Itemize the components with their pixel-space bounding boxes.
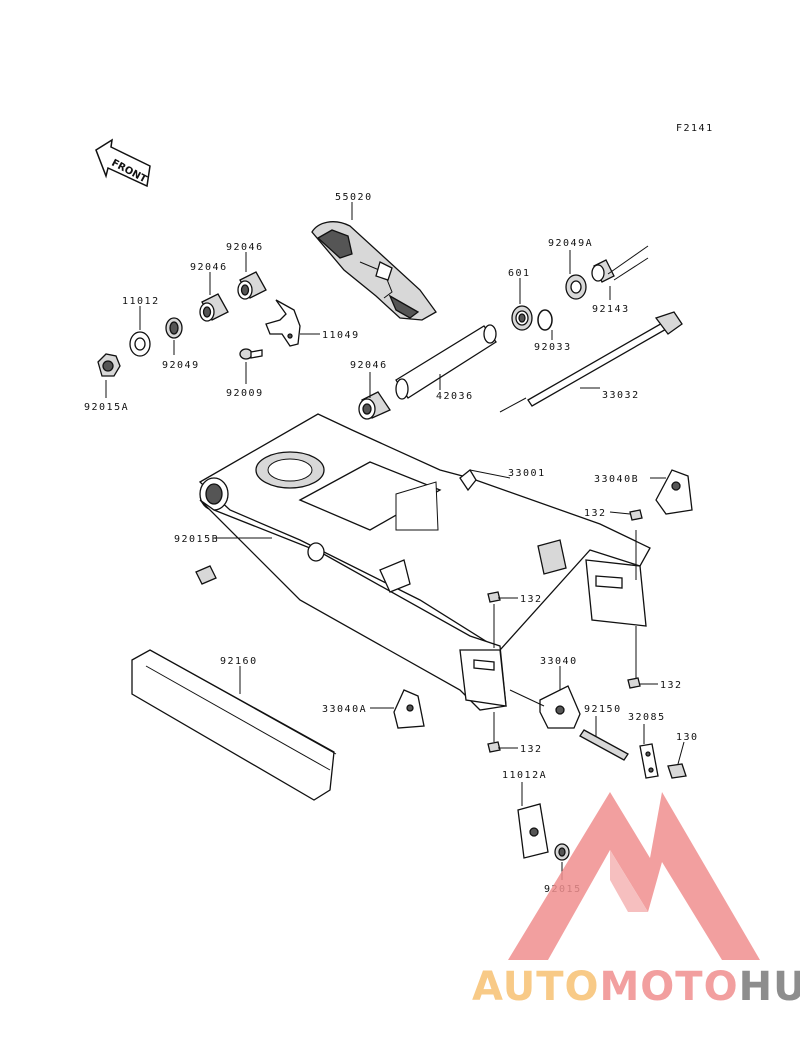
bracket-33040B: [655, 469, 693, 515]
callout-92049A: 92049A: [548, 238, 593, 249]
callout-11012: 11012: [122, 296, 160, 307]
bolt-132-b: [487, 591, 501, 603]
bolt-92009: [239, 348, 263, 360]
callout-92046-c: 92046: [350, 360, 388, 371]
callout-132-c: 132: [660, 680, 683, 691]
nut-92015: [554, 843, 570, 861]
callout-92046-b: 92046: [190, 262, 228, 273]
chain-guide-part: [311, 221, 437, 321]
watermark-logo-icon: [508, 792, 760, 960]
callout-92143: 92143: [592, 304, 630, 315]
pivot-shaft-33032: [527, 311, 683, 407]
callout-33040B: 33040B: [594, 474, 639, 485]
bracket-33040A: [393, 689, 425, 729]
washer-11012: [129, 331, 151, 357]
callout-92150: 92150: [584, 704, 622, 715]
callout-92160: 92160: [220, 656, 258, 667]
watermark-moto: MOTO: [600, 964, 739, 1010]
callout-132-d: 132: [520, 744, 543, 755]
plug-92015B: [195, 565, 217, 585]
bushing-92046-upper: [237, 271, 267, 300]
callout-92009: 92009: [226, 388, 264, 399]
callout-55020: 55020: [335, 192, 373, 203]
callout-92046-a: 92046: [226, 242, 264, 253]
callout-92049: 92049: [162, 360, 200, 371]
automotohub-watermark: AUTOMOTOHUB: [472, 792, 800, 1010]
callout-130: 130: [676, 732, 699, 743]
callout-33040A: 33040A: [322, 704, 367, 715]
watermark-auto: AUTO: [472, 964, 600, 1010]
bracket-11049: [265, 299, 301, 347]
callout-11012A: 11012A: [502, 770, 547, 781]
callout-11049: 11049: [322, 330, 360, 341]
callout-601: 601: [508, 268, 531, 279]
callout-92033: 92033: [534, 342, 572, 353]
bolt-132-a: [629, 509, 643, 521]
callout-132-b: 132: [520, 594, 543, 605]
plate-32085: [639, 743, 659, 779]
callout-33040: 33040: [540, 656, 578, 667]
watermark-text: AUTOMOTOHUB: [472, 964, 800, 1010]
callout-33032: 33032: [602, 390, 640, 401]
bushing-92046-centre: [358, 391, 391, 420]
sleeve-42036: [395, 324, 497, 400]
bushing-92046-lower: [199, 293, 229, 322]
adjuster-bolt-92150: [579, 729, 629, 761]
leader-lines: [105, 202, 685, 880]
seal-92049A: [565, 274, 587, 300]
circlip-92033: [537, 309, 553, 331]
chain-guard-92160: [131, 649, 337, 801]
callout-32085: 32085: [628, 712, 666, 723]
bolt-132-c: [627, 677, 641, 689]
callout-33001: 33001: [508, 468, 546, 479]
figure-code: F2141: [676, 123, 714, 134]
watermark-hub: HUB: [739, 964, 800, 1010]
callout-42036: 42036: [436, 391, 474, 402]
callout-92015B: 92015B: [174, 534, 219, 545]
nut-130: [667, 763, 687, 779]
plate-11012A: [517, 803, 549, 859]
callout-92015A: 92015A: [84, 402, 129, 413]
callout-132-a: 132: [584, 508, 607, 519]
bearing-601: [511, 305, 533, 331]
seal-92049: [165, 317, 183, 339]
front-arrow-icon: FRONT: [95, 138, 151, 188]
swingarm-33001: [198, 413, 651, 711]
collar-92143: [591, 259, 615, 283]
bolt-132-d: [487, 741, 501, 753]
nut-92015A: [97, 353, 121, 377]
bracket-33040: [539, 685, 581, 729]
